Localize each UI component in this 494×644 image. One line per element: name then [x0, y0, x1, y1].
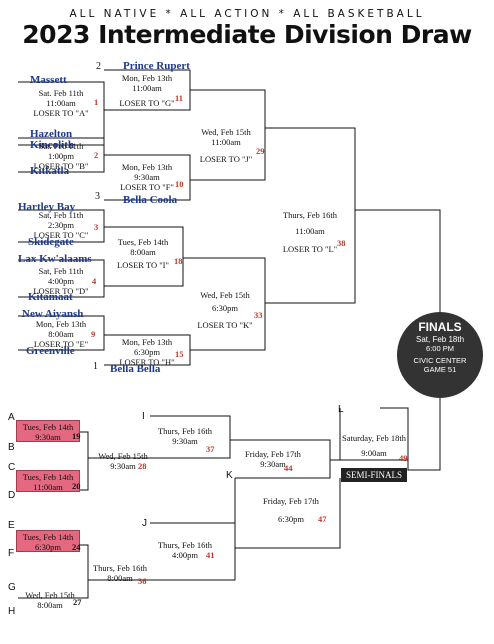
team-lax-kwalaams: Lax Kw'alaams	[18, 253, 92, 265]
slot-d: D	[8, 490, 16, 501]
team-hartley-bay: Hartley Bay	[18, 201, 76, 213]
team-kitkatla: Kitkatla	[30, 165, 70, 177]
finals-circle: FINALS Sat, Feb 18th 6:00 PM CIVIC CENTE…	[397, 312, 483, 398]
game-38-number: 38	[337, 238, 346, 248]
team-new-aiyansh: New Aiyansh	[22, 308, 84, 320]
game-2-number: 2	[94, 150, 99, 160]
game-49-number: 49	[399, 453, 408, 463]
slot-i: I	[142, 411, 145, 422]
slot-k: K	[226, 470, 233, 481]
team-skidegate: Skidegate	[28, 236, 74, 248]
game-10-number: 10	[175, 179, 184, 189]
team-bella-coola: Bella Coola	[123, 194, 178, 206]
team-bella-bella: Bella Bella	[110, 363, 161, 375]
game-20-box: Tues, Feb 14th 11:00am	[16, 470, 80, 492]
game-29-number: 29	[256, 146, 265, 156]
game-19-date: Tues, Feb 14th	[22, 422, 74, 432]
game-4-number: 4	[92, 276, 97, 286]
semi-finals-label: SEMI-FINALS	[341, 468, 407, 482]
game-24-date: Tues, Feb 14th	[22, 532, 74, 542]
game-36-number: 36	[138, 576, 147, 586]
slot-h: H	[8, 606, 16, 617]
slot-e: E	[8, 520, 15, 531]
team-kitamaat: Kitamaat	[28, 291, 73, 303]
team-kincolith: Kincolith	[30, 139, 75, 151]
game-24-number: 24	[72, 542, 81, 552]
game-3-number: 3	[94, 222, 99, 232]
slot-b: B	[8, 442, 15, 453]
game-19-number: 19	[72, 431, 81, 441]
slot-c: C	[8, 462, 16, 473]
game-24-box: Tues, Feb 14th 6:30pm	[16, 530, 80, 552]
team-greenville: Greenville	[26, 345, 75, 357]
finals-venue: CIVIC CENTER	[413, 356, 467, 365]
game-19-time: 9:30am	[35, 432, 61, 442]
game-11-number: 11	[175, 93, 184, 103]
finals-game: GAME 51	[423, 365, 457, 374]
game-47-number: 47	[318, 514, 327, 524]
slot-l: L	[338, 404, 344, 415]
seed-bella-coola: 3	[95, 191, 100, 202]
seed-bella-bella: 1	[93, 361, 98, 372]
seed-prince-rupert: 2	[96, 61, 101, 72]
team-massett: Massett	[30, 74, 67, 86]
game-19-box: Tues, Feb 14th 9:30am	[16, 420, 80, 442]
game-28-number: 28	[138, 461, 147, 471]
game-33-number: 33	[254, 310, 263, 320]
game-15-number: 15	[175, 349, 184, 359]
game-41-number: 41	[206, 550, 215, 560]
game-37-number: 37	[206, 444, 215, 454]
game-1-number: 1	[94, 97, 99, 107]
slot-f: F	[8, 548, 15, 559]
game-20-date: Tues, Feb 14th	[22, 472, 74, 482]
game-9-number: 9	[91, 329, 96, 339]
slot-a: A	[8, 412, 15, 423]
team-prince-rupert: Prince Rupert	[123, 60, 190, 72]
slot-j: J	[142, 518, 147, 529]
game-20-number: 20	[72, 481, 81, 491]
finals-time: 6:00 PM	[426, 344, 454, 353]
tagline: ALL NATIVE * ALL ACTION * ALL BASKETBALL	[69, 8, 425, 20]
page-title: 2023 Intermediate Division Draw	[22, 20, 472, 49]
slot-g: G	[8, 582, 16, 593]
game-27-number: 27	[73, 597, 82, 607]
finals-title: FINALS	[418, 320, 462, 334]
finals-date: Sat, Feb 18th	[415, 335, 465, 344]
game-20-time: 11:00am	[33, 482, 63, 492]
game-24-time: 6:30pm	[35, 542, 61, 552]
game-44-number: 44	[284, 463, 293, 473]
team-hazelton: Hazelton	[30, 128, 73, 140]
game-18-number: 18	[174, 256, 183, 266]
